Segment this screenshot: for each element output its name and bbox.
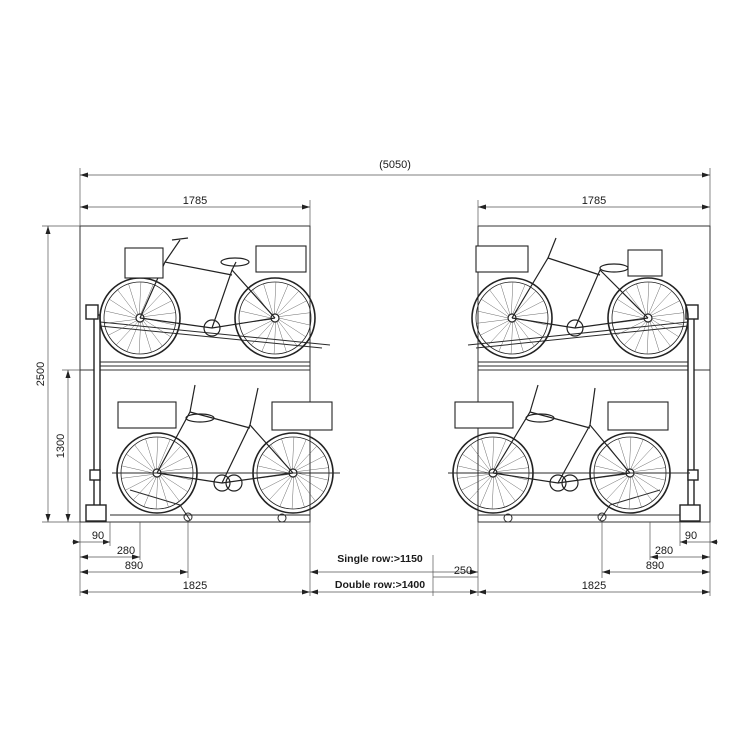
dim-gap-250-label: 250 — [454, 565, 472, 577]
dim-single-row: Single row:>1150 — [310, 553, 478, 575]
dim-left-1825-label: 1825 — [183, 580, 207, 592]
dim-right-90: 90 — [680, 530, 718, 545]
dim-top-right: 1785 — [477, 195, 710, 226]
dim-top-left: 1785 — [80, 195, 311, 226]
dim-right-280: 280 — [649, 522, 710, 560]
dim-left-90-label: 90 — [92, 530, 104, 542]
dim-right-90-label: 90 — [685, 530, 697, 542]
dim-gap-250: 250 — [433, 565, 478, 578]
dim-single-row-label: Single row:>1150 — [337, 553, 423, 565]
dim-height-total: 2500 — [35, 225, 80, 523]
dim-overall-label: (5050) — [379, 159, 411, 171]
left-rack — [79, 225, 331, 523]
dim-right-1825: 1825 — [478, 580, 710, 595]
dim-left-890: 890 — [80, 560, 188, 575]
bicycle-upper-left — [99, 237, 316, 359]
dim-left-1825: 1825 — [80, 580, 310, 595]
dim-top-right-label: 1785 — [582, 195, 606, 207]
dim-left-280-label: 280 — [117, 545, 135, 557]
dim-double-row-label: Double row:>1400 — [335, 579, 425, 591]
dim-bottom-extensions — [79, 522, 711, 596]
dim-right-890: 890 — [602, 560, 710, 575]
dim-right-1825-label: 1825 — [582, 580, 606, 592]
dim-overall: (5050) — [79, 159, 711, 226]
dim-left-280: 280 — [80, 522, 141, 560]
bicycle-lower-left-a — [112, 384, 340, 514]
bicycle-upper-right-a — [471, 237, 689, 359]
dim-top-left-label: 1785 — [183, 195, 207, 207]
dim-right-890-label: 890 — [646, 560, 664, 572]
dim-height-total-label: 2500 — [35, 362, 47, 386]
dim-left-890-label: 890 — [125, 560, 143, 572]
bicycle-lower-right-a — [448, 384, 690, 514]
dim-left-90: 90 — [72, 530, 110, 545]
dim-height-lower-label: 1300 — [55, 434, 67, 458]
dim-right-280-label: 280 — [655, 545, 673, 557]
dim-height-lower: 1300 — [55, 369, 80, 522]
dim-double-row: Double row:>1400 — [310, 579, 478, 595]
